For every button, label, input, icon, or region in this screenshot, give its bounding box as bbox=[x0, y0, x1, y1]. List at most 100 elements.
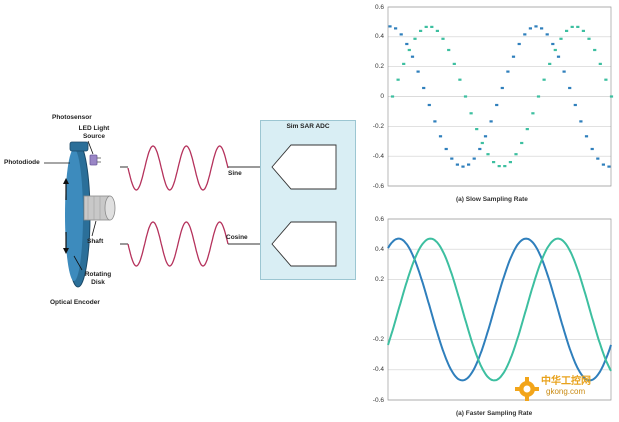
sample-point bbox=[520, 141, 524, 145]
sample-point bbox=[579, 120, 583, 123]
adc-title: Sim SAR ADC bbox=[286, 123, 330, 130]
disk-label-line2: Disk bbox=[91, 279, 105, 286]
sample-point bbox=[559, 37, 563, 40]
sample-point bbox=[525, 128, 529, 131]
cosine-sampler-shape bbox=[271, 221, 337, 267]
led-light-source bbox=[89, 154, 98, 166]
sample-point bbox=[573, 103, 577, 107]
sample-point bbox=[511, 55, 516, 58]
y-tick-label: 0.2 bbox=[374, 275, 384, 283]
sample-point bbox=[486, 153, 490, 156]
sample-point bbox=[458, 78, 462, 81]
series-line bbox=[387, 237, 612, 382]
sample-point bbox=[435, 29, 439, 32]
y-tick-label: 0.4 bbox=[374, 33, 384, 41]
sample-point bbox=[590, 147, 594, 151]
sample-point bbox=[407, 48, 411, 52]
sample-point bbox=[517, 42, 521, 46]
sample-point bbox=[565, 29, 569, 32]
rotation-arrow-bottom-head bbox=[63, 248, 69, 254]
series-line bbox=[387, 237, 612, 382]
watermark-gear-icon bbox=[515, 377, 539, 401]
sample-point bbox=[410, 55, 415, 58]
sample-point bbox=[570, 25, 574, 28]
shaft-leader bbox=[91, 220, 97, 237]
sample-point bbox=[601, 163, 605, 166]
sample-point bbox=[394, 27, 398, 30]
sample-point bbox=[523, 33, 527, 36]
sample-point bbox=[528, 27, 532, 30]
sample-point bbox=[514, 153, 518, 156]
shaft-label: Shaft bbox=[87, 238, 104, 245]
watermark-url: gkong.com bbox=[546, 387, 586, 396]
sample-point bbox=[584, 135, 589, 138]
rotation-arrow-top-head bbox=[63, 178, 69, 184]
chart2-lines bbox=[387, 237, 612, 382]
y-tick-label: -0.2 bbox=[372, 122, 384, 130]
y-tick-label: -0.2 bbox=[372, 336, 384, 344]
sample-point bbox=[581, 29, 585, 32]
led-leader bbox=[87, 140, 94, 155]
sample-point bbox=[472, 157, 476, 160]
y-tick-label: 0 bbox=[380, 93, 384, 100]
sample-point bbox=[542, 78, 546, 81]
sine-label: Sine bbox=[228, 170, 242, 177]
sample-point bbox=[433, 120, 437, 123]
sample-point bbox=[531, 112, 535, 115]
sample-point bbox=[534, 25, 538, 28]
encoder-caption: Optical Encoder bbox=[50, 299, 100, 306]
sample-point bbox=[402, 62, 406, 65]
sample-point bbox=[596, 157, 600, 160]
sample-point bbox=[413, 37, 417, 40]
sample-point bbox=[562, 70, 566, 73]
sample-point bbox=[607, 165, 611, 168]
sample-point bbox=[461, 165, 465, 168]
sample-point bbox=[604, 78, 608, 81]
sample-point bbox=[419, 29, 423, 32]
sample-point bbox=[455, 163, 459, 166]
sample-point bbox=[478, 147, 482, 151]
y-tick-label: 0.6 bbox=[374, 3, 384, 11]
sample-point bbox=[553, 48, 557, 52]
chart1-caption: (a) Slow Sampling Rate bbox=[456, 196, 528, 203]
sample-point bbox=[452, 62, 456, 65]
sample-point bbox=[500, 86, 504, 90]
sample-point bbox=[593, 48, 597, 52]
y-tick-label: -0.4 bbox=[372, 366, 384, 374]
sample-point bbox=[508, 161, 512, 164]
sample-point bbox=[475, 128, 479, 131]
sample-point bbox=[390, 95, 395, 98]
cosine-label: Cosine bbox=[226, 234, 248, 241]
sample-point bbox=[430, 25, 434, 28]
disk-leader bbox=[73, 255, 83, 271]
photodiode-label: Photodiode bbox=[4, 159, 40, 166]
sample-point bbox=[568, 86, 572, 90]
led-label-line2: Source bbox=[82, 133, 106, 140]
y-tick-label: 0.4 bbox=[374, 245, 384, 253]
chart1-points bbox=[388, 25, 614, 168]
sample-point bbox=[427, 103, 431, 107]
sample-point bbox=[444, 147, 448, 151]
shaft-end bbox=[104, 195, 116, 221]
sine-sampler-shape bbox=[271, 144, 337, 190]
sample-point bbox=[467, 163, 471, 166]
watermark-name: 中华工控网 bbox=[541, 376, 591, 387]
sample-point bbox=[492, 161, 496, 164]
photosensor-label: Photosensor bbox=[52, 114, 92, 121]
sample-point bbox=[556, 55, 561, 58]
sample-point bbox=[587, 37, 591, 40]
sample-point bbox=[388, 25, 392, 28]
sample-point bbox=[545, 33, 549, 36]
sample-point bbox=[447, 48, 451, 52]
sample-point bbox=[438, 135, 443, 138]
sample-point bbox=[396, 78, 400, 81]
y-tick-label: -0.6 bbox=[372, 182, 384, 190]
sample-point bbox=[609, 95, 614, 98]
sample-point bbox=[536, 95, 541, 98]
photosensor-bracket bbox=[69, 141, 89, 152]
sample-point bbox=[506, 70, 510, 73]
sample-point bbox=[598, 62, 602, 65]
